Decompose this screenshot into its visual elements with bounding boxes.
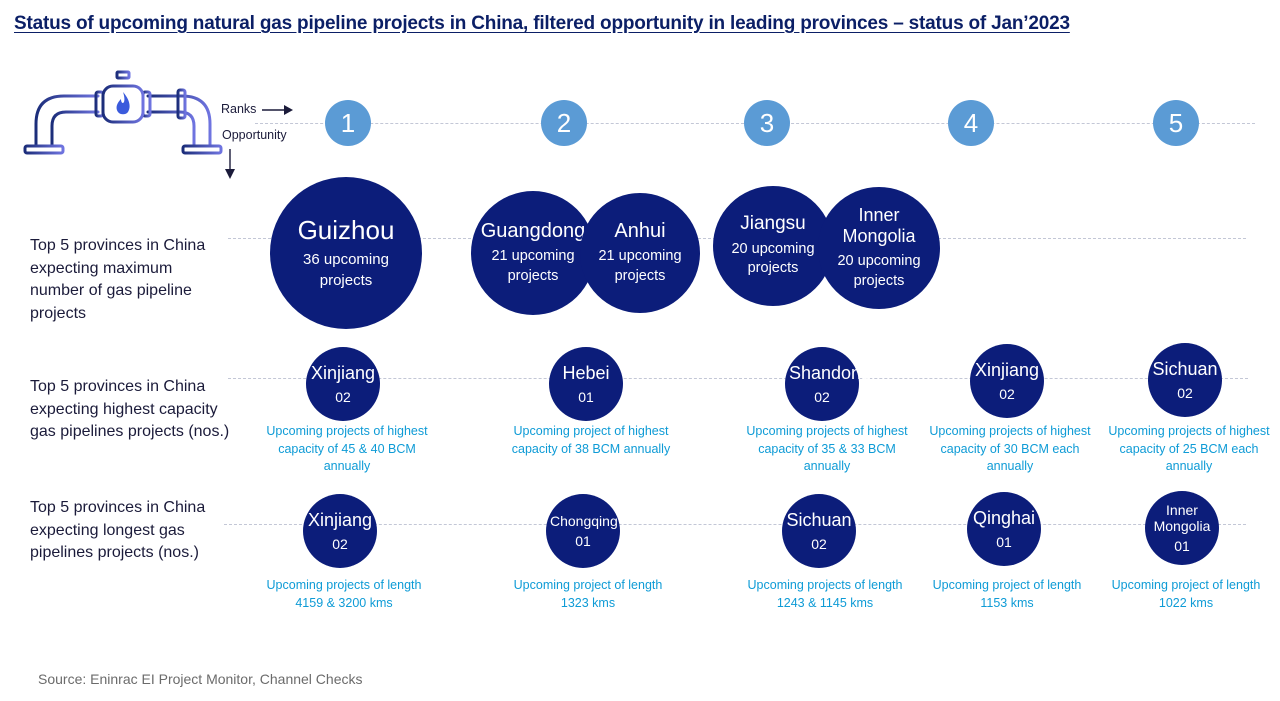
province-circle: Xinjiang 02: [303, 494, 377, 568]
project-count: 01: [575, 533, 591, 550]
province-name: Shandong: [789, 363, 872, 384]
project-description: Upcoming projects of highest capacity of…: [266, 424, 428, 473]
province-name: Hebei: [562, 363, 610, 384]
arrow-down-icon: [225, 149, 235, 179]
province-name: Chongqing: [550, 512, 618, 529]
project-count: 02: [1177, 384, 1193, 401]
province-name: Qinghai: [972, 508, 1036, 529]
province-name: Guangdong: [480, 220, 586, 243]
project-count: 20 upcoming projects: [731, 240, 815, 277]
province-circle: Shandong 02: [785, 347, 872, 421]
opportunity-label: Opportunity: [222, 128, 287, 142]
project-description: Upcoming projects of length 1243 & 1145 …: [747, 578, 903, 610]
project-count: 01: [1174, 538, 1190, 555]
project-count: 21 upcoming projects: [491, 248, 575, 284]
province-circle: Xinjiang 02: [970, 344, 1044, 418]
province-circle: Sichuan 02: [782, 494, 856, 568]
row-label: Top 5 provinces in China expecting longe…: [30, 499, 206, 561]
guide-line: [224, 524, 1246, 525]
project-description: Upcoming projects of highest capacity of…: [929, 424, 1091, 473]
project-count: 02: [335, 388, 351, 405]
rank-badge: 1: [325, 100, 371, 146]
project-description: Upcoming project of highest capacity of …: [511, 424, 671, 456]
province-circle: Chongqing 01: [546, 494, 620, 568]
project-count: 02: [811, 535, 827, 552]
project-description: Upcoming project of length 1323 kms: [513, 578, 663, 610]
rank-badge: 5: [1153, 100, 1199, 146]
province-circle: Jiangsu 20 upcoming projects: [713, 186, 833, 306]
project-count: 01: [996, 533, 1012, 550]
project-count: 36 upcoming projects: [303, 251, 389, 289]
province-circle: Hebei 01: [549, 347, 623, 421]
province-circle: Inner Mongolia 20 upcoming projects: [818, 187, 940, 309]
province-name: Anhui: [614, 220, 666, 243]
source-note: Source: Eninrac EI Project Monitor, Chan…: [38, 671, 363, 687]
pipeline-valve-icon: [23, 68, 223, 155]
row-label: Top 5 provinces in China expecting maxim…: [30, 237, 206, 322]
province-circle: Inner Mongolia 01: [1145, 491, 1219, 565]
arrow-right-icon: [262, 105, 293, 115]
guide-line: [228, 378, 1248, 379]
project-count: 21 upcoming projects: [598, 248, 682, 284]
province-name: Inner Mongolia: [842, 204, 916, 247]
project-count: 02: [814, 388, 830, 405]
rank-badge: 2: [541, 100, 587, 146]
province-name: Jiangsu: [740, 213, 806, 235]
province-circle: Guangdong 21 upcoming projects: [471, 191, 595, 315]
province-circle: Xinjiang 02: [306, 347, 380, 421]
province-name: Sichuan: [786, 510, 852, 531]
project-count: 20 upcoming projects: [837, 253, 921, 289]
province-circle: Anhui 21 upcoming projects: [580, 193, 700, 313]
province-name: Xinjiang: [310, 363, 376, 384]
province-name: Xinjiang: [307, 510, 373, 531]
project-count: 02: [999, 385, 1015, 402]
rank-badge: 3: [744, 100, 790, 146]
project-count: 02: [332, 535, 348, 552]
province-name: Sichuan: [1152, 359, 1218, 380]
project-description: Upcoming projects of highest capacity of…: [1108, 424, 1270, 473]
province-circle: Guizhou 36 upcoming projects: [270, 177, 422, 329]
project-description: Upcoming projects of length 4159 & 3200 …: [266, 578, 422, 610]
page-title: Status of upcoming natural gas pipeline …: [14, 13, 1070, 34]
project-description: Upcoming project of length 1153 kms: [932, 578, 1082, 610]
flame-icon: [116, 92, 130, 115]
province-name: Xinjiang: [974, 360, 1040, 381]
row-label: Top 5 provinces in China expecting highe…: [30, 378, 230, 440]
province-name: Guizhou: [297, 215, 395, 246]
province-name: Inner Mongolia: [1153, 501, 1211, 534]
rank-badge: 4: [948, 100, 994, 146]
project-count: 01: [578, 388, 594, 405]
ranks-label: Ranks: [221, 102, 257, 116]
province-circle: Qinghai 01: [967, 492, 1041, 566]
province-circle: Sichuan 02: [1148, 343, 1222, 417]
project-description: Upcoming projects of highest capacity of…: [746, 424, 908, 473]
project-description: Upcoming project of length 1022 kms: [1111, 578, 1261, 610]
